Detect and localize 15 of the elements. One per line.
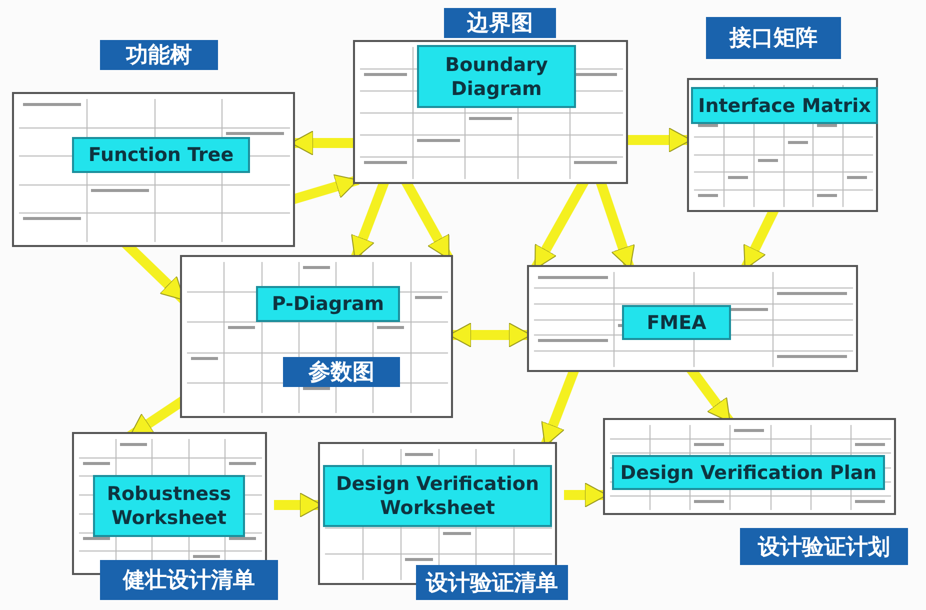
- title-label: P-Diagram: [256, 286, 400, 322]
- title-label: FMEA: [622, 305, 731, 340]
- chinese-title-label: 设计验证清单: [416, 565, 568, 600]
- chinese-title-label: 参数图: [283, 357, 400, 387]
- title-label: Robustness Worksheet: [93, 475, 245, 537]
- title-label: Design Verification Plan: [612, 455, 885, 490]
- title-label: Boundary Diagram: [417, 45, 576, 108]
- title-label: Interface Matrix: [691, 87, 878, 124]
- chinese-title-label: 功能树: [100, 40, 218, 70]
- chinese-title-label: 边界图: [444, 8, 556, 38]
- chinese-title-label: 接口矩阵: [706, 17, 841, 59]
- title-label: Function Tree: [72, 137, 250, 173]
- chinese-title-label: 设计验证计划: [740, 528, 908, 565]
- chinese-title-label: 健壮设计清单: [100, 560, 278, 600]
- title-label: Design Verification Worksheet: [323, 465, 552, 527]
